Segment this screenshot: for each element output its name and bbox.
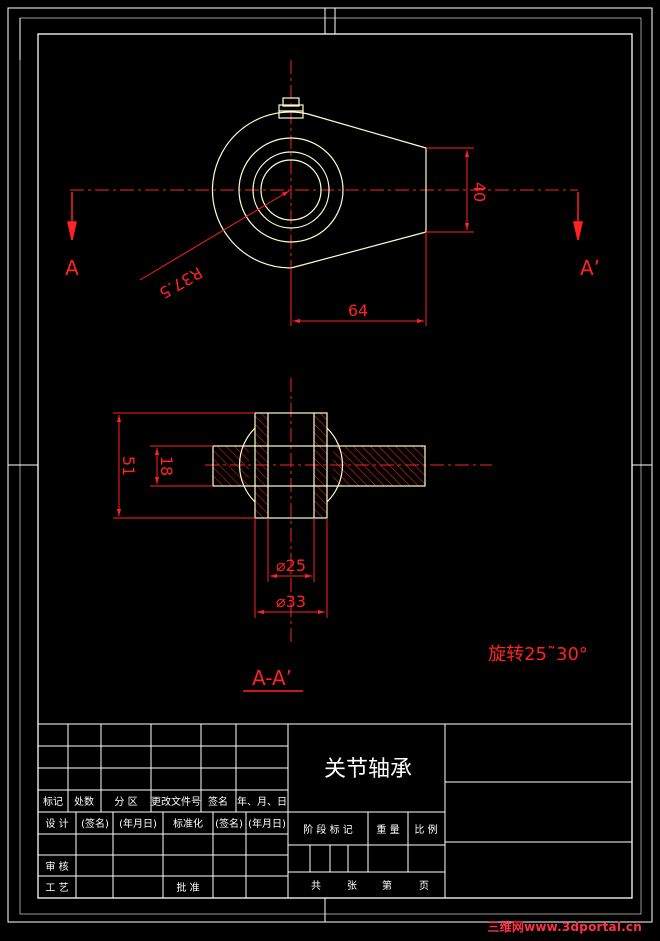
- dimension-18-label: 18: [157, 456, 176, 476]
- scale-header: 比 例: [414, 823, 437, 836]
- dimension-64-label: 64: [348, 301, 368, 320]
- radius-label: R37.5: [156, 263, 206, 303]
- section-arrow-right: [573, 192, 583, 241]
- sheet-no-label: 第: [382, 879, 392, 892]
- rev-header-mark: 标记: [43, 796, 63, 808]
- section-view: 51 18 ⌀25 ⌀33 A-A’ 旋转25˜30°: [113, 378, 588, 692]
- dimension-51: [113, 412, 255, 519]
- dimension-40: [426, 147, 474, 233]
- design-label: 设 计: [45, 817, 68, 830]
- rev-header-zone: 分 区: [114, 796, 137, 808]
- sheet-row: 共 张 第 页: [311, 879, 429, 892]
- rev-header-sign: 签名: [208, 795, 228, 808]
- section-hatch: [213, 413, 425, 518]
- process-label: 工 艺: [45, 882, 68, 894]
- title-block: 关节轴承 标记 处数 分 区 更改文件号 签名 年、月、日 设 计 (签名) (…: [37, 723, 633, 899]
- standardization-date: (年月日): [248, 817, 286, 830]
- rev-header-count: 处数: [74, 795, 94, 808]
- watermark: 三维网www.3dportal.cn: [487, 920, 642, 934]
- weight-header: 重 量: [376, 823, 399, 836]
- section-label-left: A: [65, 256, 79, 280]
- standardization-sign: (签名): [215, 817, 243, 830]
- section-label-right: A’: [580, 256, 600, 280]
- design-row: 设 计 (签名) (年月日) 标准化 (签名) (年月日): [45, 817, 286, 830]
- dimension-64: [290, 232, 427, 326]
- dimension-40-label: 40: [470, 182, 489, 202]
- dimension-diameter-33-label: ⌀33: [276, 592, 306, 611]
- approve-label: 批 准: [176, 881, 199, 894]
- radius-leader: [139, 190, 290, 281]
- title-block-grid: [37, 723, 633, 899]
- revision-header-row: 标记 处数 分 区 更改文件号 签名 年、月、日: [43, 795, 287, 808]
- sheet-total-label: 共: [311, 880, 321, 892]
- top-view-centerlines: [70, 60, 578, 278]
- standardization-label: 标准化: [173, 817, 203, 830]
- section-view-label: A-A’: [252, 666, 292, 690]
- section-outline: [212, 412, 426, 519]
- top-view: 40 64 R37.5 A A’: [65, 60, 600, 326]
- top-view-outline: [211, 97, 427, 269]
- rev-header-doc: 更改文件号: [151, 795, 201, 808]
- dimension-diameter-33: [254, 518, 328, 618]
- review-label: 审 核: [45, 860, 68, 873]
- design-sign: (签名): [81, 817, 109, 830]
- drawing-title: 关节轴承: [324, 757, 412, 782]
- dimension-18: [150, 445, 213, 487]
- stage-header-row: 阶 段 标 记 重 量 比 例: [303, 823, 437, 836]
- dimension-51-label: 51: [119, 456, 138, 476]
- design-date: (年月日): [119, 817, 157, 830]
- rotation-note: 旋转25˜30°: [488, 644, 588, 665]
- section-view-centerlines: [205, 378, 492, 645]
- dimension-diameter-25: [267, 518, 315, 582]
- section-arrow-left: [67, 192, 77, 241]
- stage-mark-header: 阶 段 标 记: [303, 823, 353, 836]
- dimension-diameter-25-label: ⌀25: [276, 556, 306, 575]
- rev-header-date: 年、月、日: [237, 795, 287, 808]
- page-label: 页: [419, 880, 429, 892]
- sheet-unit-label: 张: [347, 880, 357, 892]
